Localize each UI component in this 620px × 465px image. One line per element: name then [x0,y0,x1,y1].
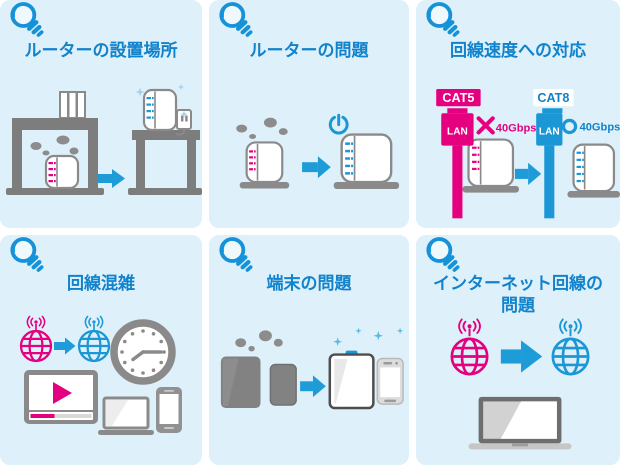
panel-title: ルーターの問題 [249,41,369,60]
svg-text:CAT5: CAT5 [442,91,474,105]
lightbulb-icon [219,2,253,37]
arrow-icon [302,156,331,179]
laptop-icon [98,396,154,435]
new-tablet-icon [328,350,375,409]
svg-text:CAT8: CAT8 [537,91,569,105]
speed-after-label: 40Gbps [580,121,620,133]
smooth-globe-icon [77,315,111,363]
panel-title: 回線速度への対応 [450,41,586,60]
good-line-globe-icon [551,318,590,376]
new-router-icon [333,133,400,190]
title-line-2: 問題 [501,296,535,316]
panel-router-problem: ルーターの問題 [209,0,409,228]
panel-title: ルーターの設置場所 [24,41,178,60]
congestion-illustration [19,315,182,435]
title-line-1: インターネット回線の [433,274,603,293]
svg-text:LAN: LAN [447,126,468,137]
lightbulb-icon [426,237,460,272]
dust-icon [235,329,283,351]
cat5-cable-icon: LAN [441,107,474,218]
clock-icon [110,319,176,385]
panel-title: 端末の問題 [266,274,352,293]
new-router-icon [567,143,620,198]
arrow-icon [500,340,543,374]
router-problem-illustration [236,114,400,190]
panel-internet-line-problem: インターネット回線の 問題 [416,235,620,465]
line-speed-illustration: CAT5 LAN [436,88,620,218]
panel-line-speed: 回線速度への対応 CAT5 [416,0,620,228]
arrow-icon [54,337,76,355]
old-phone-icon [269,363,297,406]
dust-icon [236,118,288,140]
old-router-icon [462,138,520,193]
old-router-icon [44,154,80,190]
sparkle-icon [333,327,404,346]
dust-icon [30,135,79,156]
books-icon [59,91,86,119]
laptop-icon [468,397,572,450]
cross-mark-icon [476,115,495,135]
cat8-badge: CAT8 [533,88,574,106]
lightbulb-icon [10,2,44,37]
shelf-icon [6,118,104,195]
lightbulb-icon [426,2,460,37]
router-placement-illustration [6,84,202,195]
panel-line-congestion: 回線混雑 [0,235,202,465]
svg-text:LAN: LAN [539,126,560,137]
bad-line-globe-icon [450,318,489,376]
new-router-icon [142,88,178,132]
power-icon [328,114,349,135]
arrow-icon [514,162,542,185]
internet-problem-illustration [450,318,590,450]
arrow-icon [98,169,125,188]
panel-title: インターネット回線の 問題 [420,273,616,317]
smartphone-icon [156,387,182,433]
speed-before-label: 40Gbps [496,122,537,134]
old-router-icon [239,141,290,189]
device-problem-illustration [220,327,404,409]
cat5-badge: CAT5 [436,88,481,106]
table-icon [128,130,202,195]
video-player-icon [24,370,98,424]
circle-mark-icon [561,118,578,134]
panel-device-problem: 端末の問題 [209,235,409,465]
lightbulb-icon [219,237,253,272]
arrow-icon [300,374,326,397]
panel-title: 回線混雑 [67,274,135,293]
congested-globe-icon [19,315,53,363]
lightbulb-icon [10,237,44,272]
new-phone-icon [376,357,404,405]
panel-router-placement: ルーターの設置場所 [0,0,202,228]
old-tablet-icon [220,356,261,408]
cat8-cable-icon: LAN [536,107,563,218]
